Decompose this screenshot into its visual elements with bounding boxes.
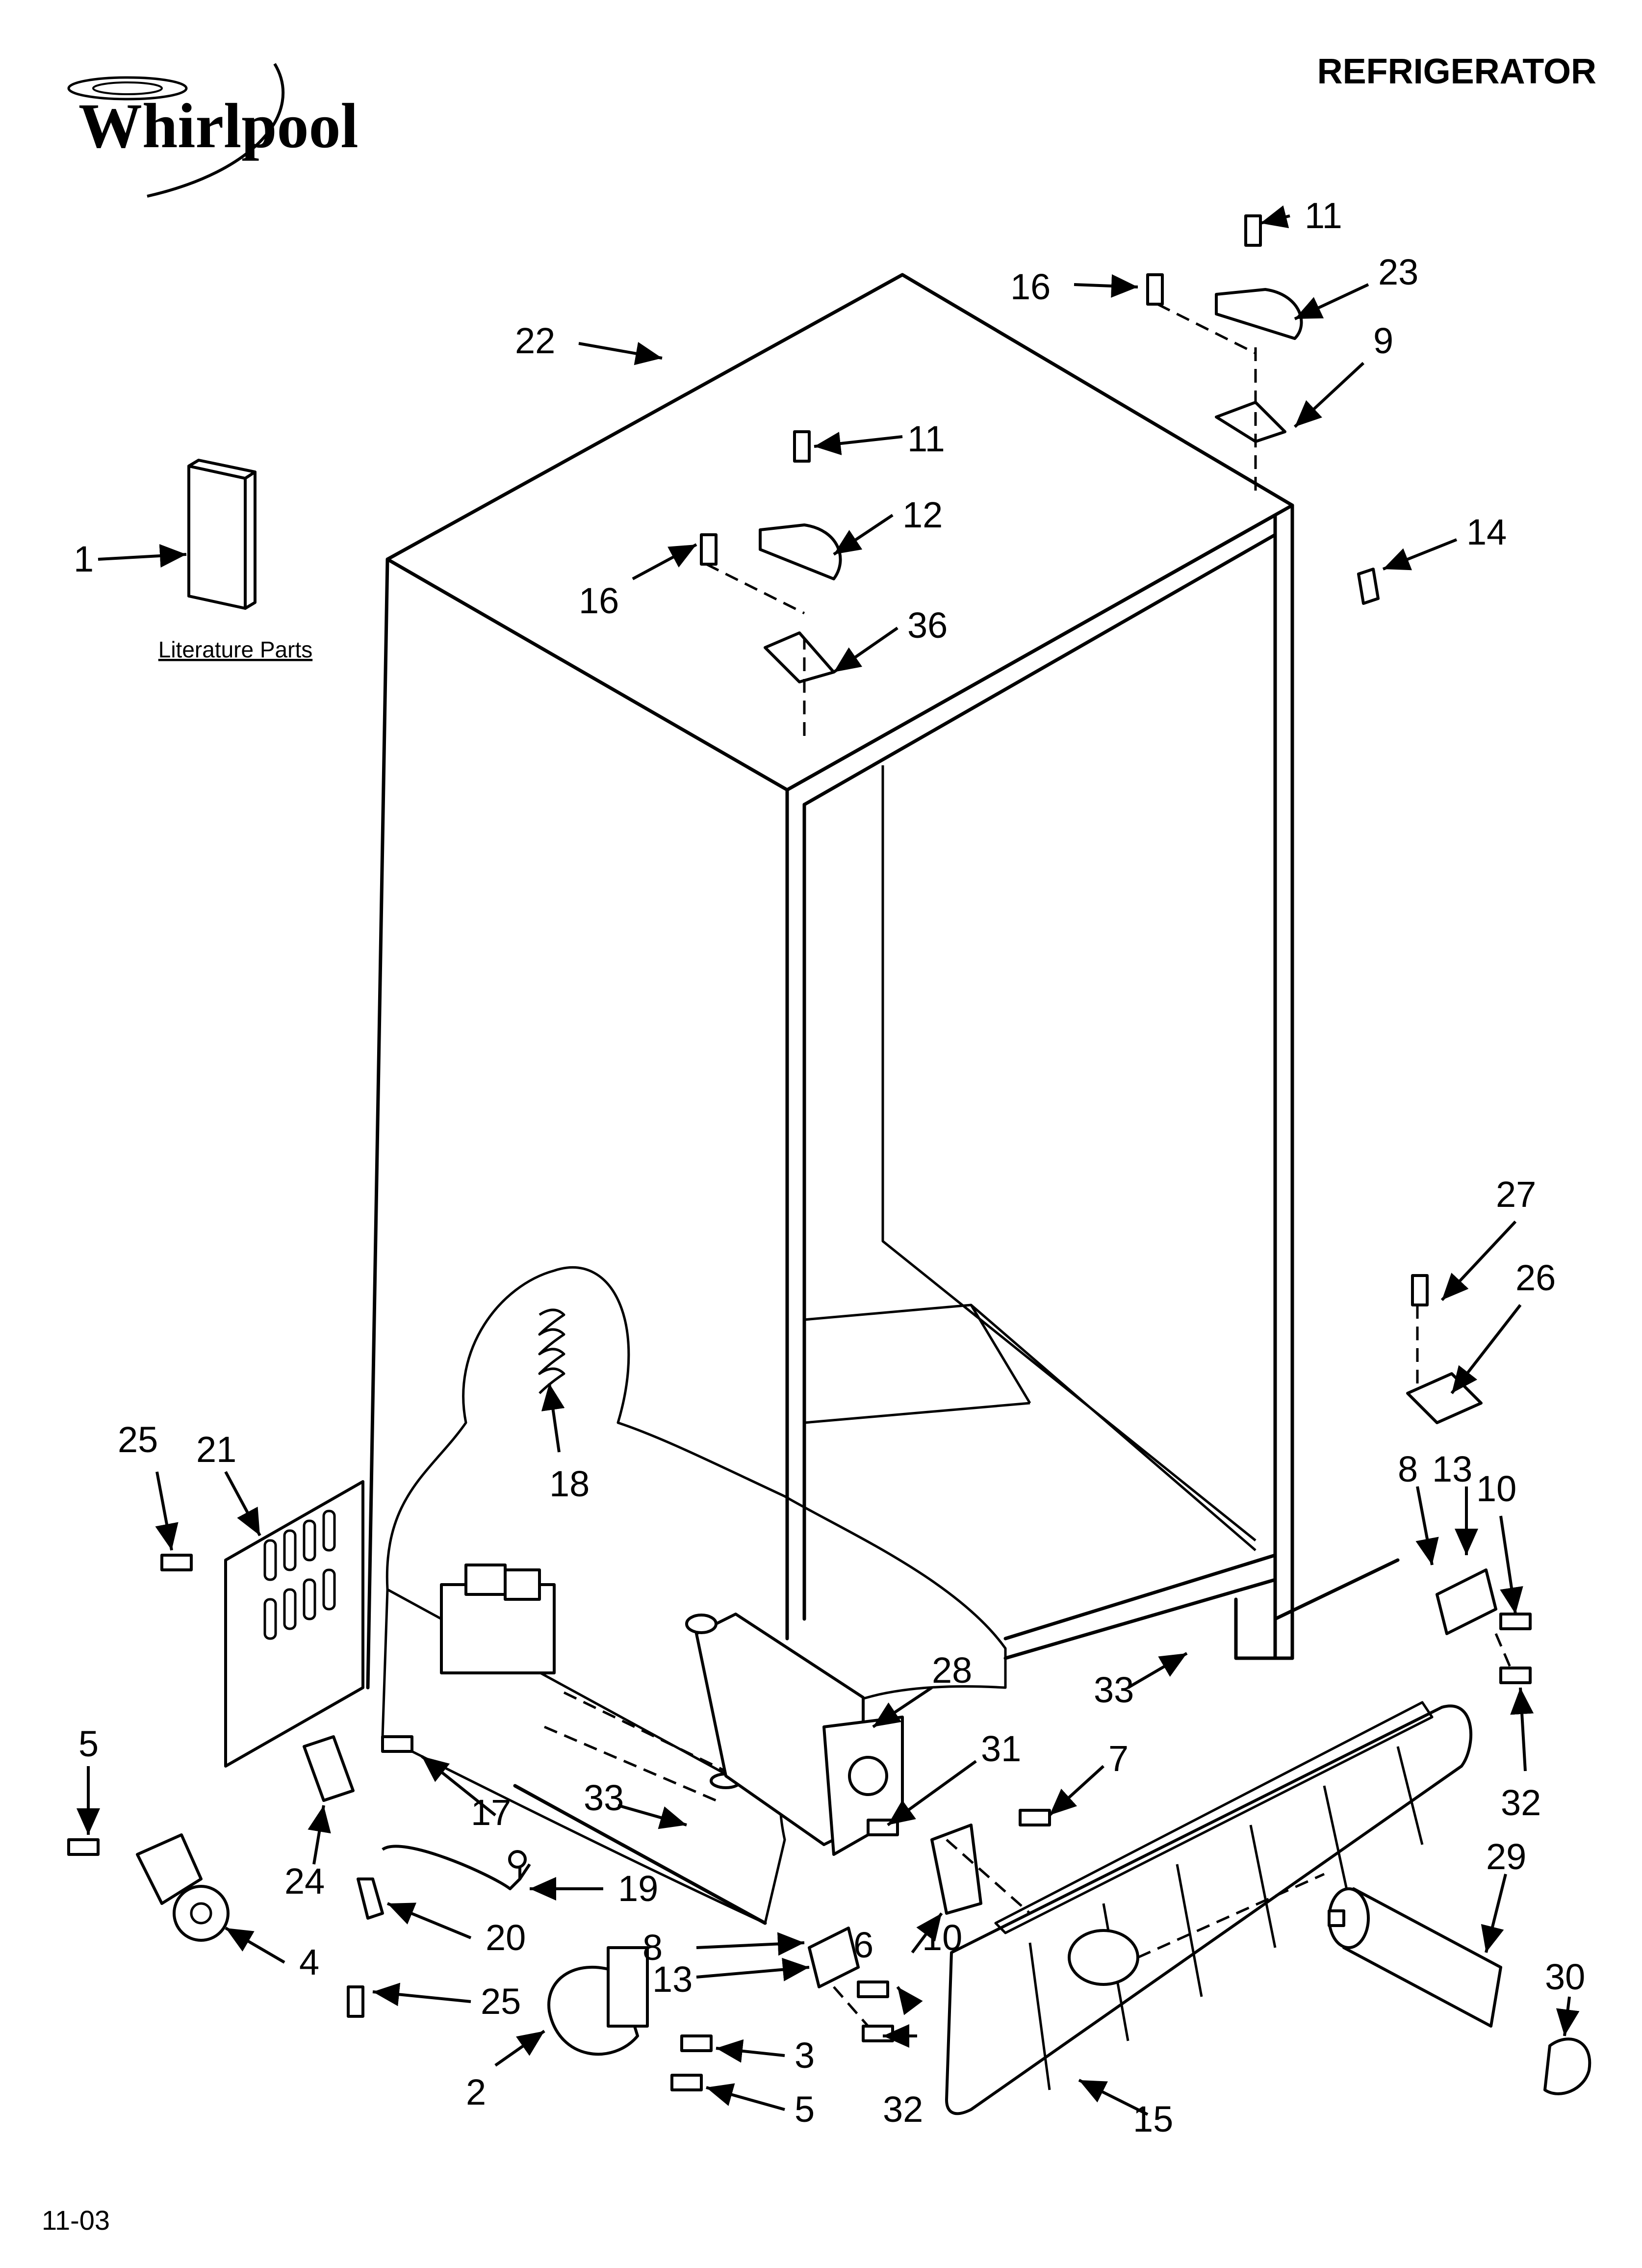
callout-16b: 16 [579,580,619,621]
callout-1: 1 [74,539,94,579]
callout-10a: 10 [922,1917,962,1958]
callout-30: 30 [1545,1956,1585,1997]
rear-grille-21 [224,1480,364,1768]
filter-cap-30 [1543,2037,1591,2095]
callout-31: 31 [981,1728,1021,1769]
callout-8b: 8 [1398,1449,1418,1489]
callout-33a: 33 [584,1777,624,1818]
callout-33b: 33 [1094,1669,1134,1710]
callout-25b: 25 [481,1981,521,2022]
callout-20: 20 [486,1917,526,1958]
hinge-36 [764,631,835,683]
callout-7: 7 [1108,1738,1129,1779]
callout-16a: 16 [1010,266,1051,307]
callout-32b: 32 [1501,1782,1541,1823]
hinge-cover-23 [1215,288,1303,340]
hinge-cover-12 [759,523,842,580]
water-valve [440,1564,556,1674]
callout-5b: 5 [795,2089,815,2130]
callout-29: 29 [1486,1836,1526,1877]
clip-14 [1357,568,1380,605]
callout-32a: 32 [883,2089,923,2130]
callout-15: 15 [1133,2099,1173,2139]
callout-8a: 8 [642,1927,663,1968]
coil-part-18 [538,1308,565,1394]
water-filter-29 [1328,1887,1502,2028]
callout-21: 21 [196,1429,236,1470]
literature-parts: Literature Parts [158,459,312,662]
callout-2: 2 [466,2072,486,2112]
screws [67,214,1532,2091]
callout-28: 28 [932,1650,972,1691]
callout-36: 36 [907,605,948,646]
callout-27: 27 [1496,1174,1536,1215]
bracket-24 [303,1735,355,1802]
alignment-lines [705,303,1512,2027]
leader-arrows [77,205,1580,2116]
callout-13b: 13 [1432,1449,1472,1489]
callout-19: 19 [618,1868,658,1909]
callout-11a: 11 [1305,195,1342,236]
literature-caption: Literature Parts [158,637,312,662]
callout-11b: 11 [907,418,945,459]
callout-17: 17 [471,1792,511,1833]
callout-23: 23 [1378,252,1418,292]
brand-wordmark: Whirlpool [78,91,359,161]
callout-12: 12 [902,495,943,535]
callout-labels: 1 11 23 16 22 9 11 12 16 14 36 27 26 8 1… [74,195,1585,2139]
callout-25a: 25 [118,1419,158,1460]
callout-13a: 13 [652,1959,693,2000]
hinge-9 [1215,401,1286,443]
callout-3: 3 [795,2035,815,2076]
callout-22: 22 [515,320,555,361]
callout-5a: 5 [78,1723,99,1764]
callout-14: 14 [1466,512,1507,552]
tube-19 [382,1845,527,1890]
page-title: REFRIGERATOR [1317,52,1596,91]
bracket-6 [930,1824,982,1915]
callout-18: 18 [549,1463,590,1504]
kickplate-grille-15 [945,1701,1473,2115]
hinge-13-bottom [808,1927,860,1988]
callout-26: 26 [1515,1257,1556,1298]
date-code: 11-03 [42,2205,110,2236]
callout-4: 4 [299,1942,319,1982]
hinge-13-right [1436,1568,1497,1635]
callout-6: 6 [853,1925,873,1965]
callout-9: 9 [1373,320,1393,361]
roller-2 [547,1946,649,2056]
callout-24: 24 [284,1861,325,1902]
clamp-20 [357,1877,384,1920]
roller-4 [136,1833,230,1942]
whirlpool-logo: Whirlpool [67,63,359,198]
callout-10b: 10 [1476,1468,1516,1509]
part-28-tube [685,1613,904,1856]
